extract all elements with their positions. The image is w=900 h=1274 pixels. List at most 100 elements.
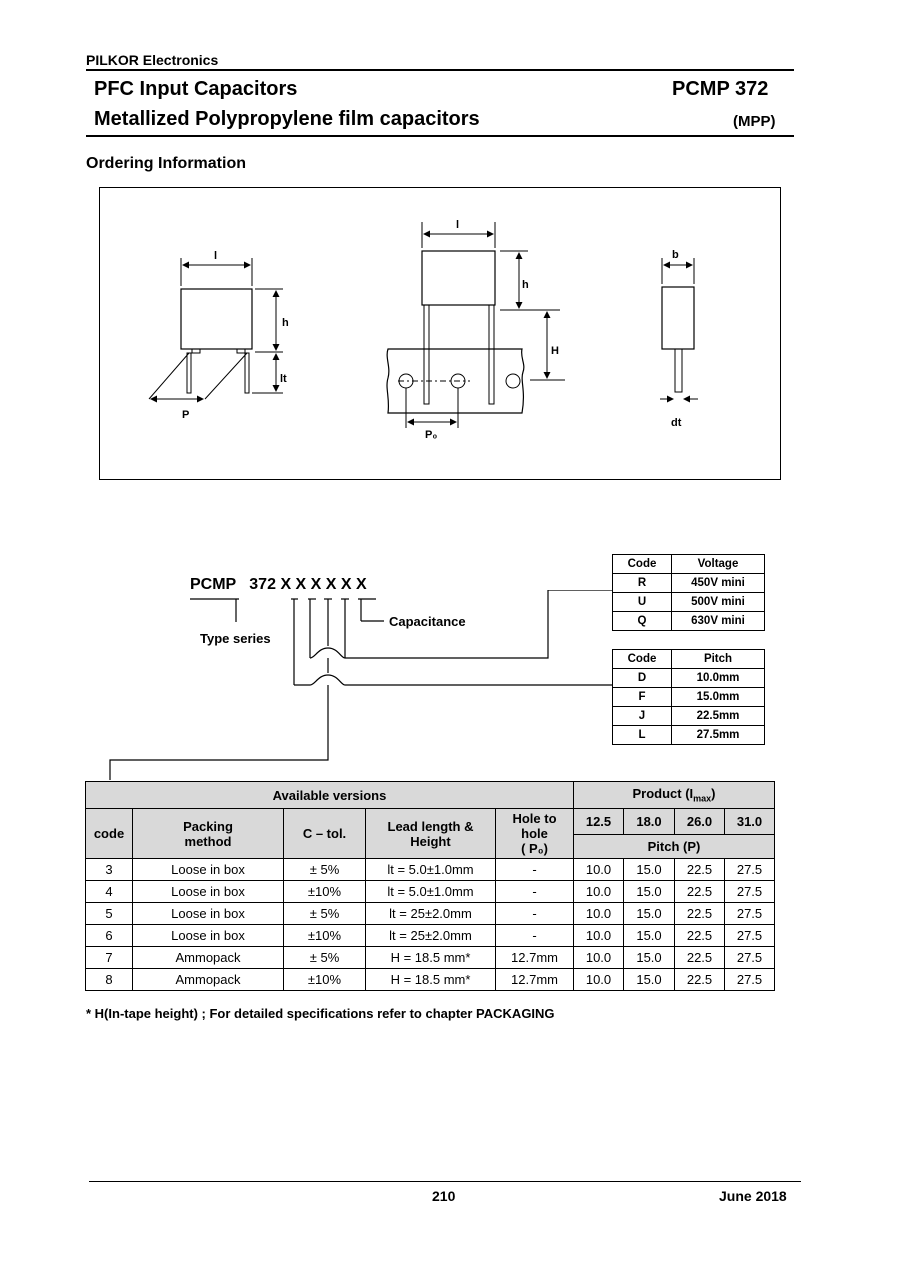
available-versions-header: Available versions <box>85 781 574 809</box>
footer-rule <box>89 1181 801 1182</box>
pitch-code: F <box>612 687 672 707</box>
cell-pitch: 27.5 <box>724 858 775 881</box>
header-rule-top <box>86 69 794 71</box>
part-number: PCMP 372 X X X X X X <box>190 576 367 594</box>
pitch-header-pitch: Pitch <box>671 649 765 669</box>
cell-pitch: 22.5 <box>674 968 725 991</box>
cell-packing: Loose in box <box>132 880 284 903</box>
cell-pitch: 27.5 <box>724 880 775 903</box>
cell-pitch: 22.5 <box>674 924 725 947</box>
cell-pitch: 10.0 <box>573 880 624 903</box>
cell-hole: - <box>495 924 574 947</box>
cell-pitch: 27.5 <box>724 968 775 991</box>
cell-ctol: ±10% <box>283 880 366 903</box>
cell-code: 6 <box>85 924 133 947</box>
cell-packing: Loose in box <box>132 858 284 881</box>
cell-ctol: ±10% <box>283 924 366 947</box>
left-capacitor-body <box>180 288 253 350</box>
publication-date: June 2018 <box>719 1188 787 1204</box>
col-packing-header: Packing method <box>132 808 284 859</box>
middle-capacitor-body <box>421 250 496 306</box>
left-lead-1 <box>186 352 192 394</box>
middle-lead-1 <box>423 304 430 405</box>
header-rule-bottom <box>86 135 794 137</box>
voltage-table-header: Code Voltage <box>612 554 765 574</box>
cell-pitch: 22.5 <box>674 902 725 925</box>
voltage-value: 630V mini <box>671 611 765 631</box>
versions-table: Available versions Product (Imax) code P… <box>85 781 775 991</box>
cell-hole: 12.7mm <box>495 946 574 969</box>
voltage-header-voltage: Voltage <box>671 554 765 574</box>
cell-pitch: 15.0 <box>623 946 675 969</box>
cell-pitch: 10.0 <box>573 902 624 925</box>
voltage-code: Q <box>612 611 672 631</box>
cell-code: 4 <box>85 880 133 903</box>
page-subtitle: Metallized Polypropylene film capacitors <box>94 108 480 130</box>
cell-packing: Loose in box <box>132 902 284 925</box>
side-view-lead <box>674 348 683 393</box>
cell-lead: lt = 25±2.0mm <box>365 924 496 947</box>
voltage-code: R <box>612 573 672 593</box>
type-series-label: Type series <box>200 631 271 646</box>
current-18-0: 18.0 <box>623 808 675 835</box>
cell-code: 8 <box>85 968 133 991</box>
pitch-code: J <box>612 706 672 726</box>
cell-ctol: ±10% <box>283 968 366 991</box>
cell-pitch: 15.0 <box>623 880 675 903</box>
cell-code: 3 <box>85 858 133 881</box>
cell-lead: H = 18.5 mm* <box>365 946 496 969</box>
cell-pitch: 27.5 <box>724 902 775 925</box>
cell-lead: lt = 25±2.0mm <box>365 902 496 925</box>
current-31-0: 31.0 <box>724 808 775 835</box>
col-code-header: code <box>85 808 133 859</box>
cell-ctol: ± 5% <box>283 858 366 881</box>
cell-pitch: 27.5 <box>724 924 775 947</box>
right-dim-dt: dt <box>671 417 682 429</box>
capacitance-label: Capacitance <box>389 614 466 629</box>
cell-pitch: 10.0 <box>573 858 624 881</box>
page-number: 210 <box>432 1188 456 1204</box>
left-dim-lt: lt <box>280 373 287 385</box>
cell-ctol: ± 5% <box>283 946 366 969</box>
versions-group-header: Available versions Product (Imax) <box>85 781 775 809</box>
cell-hole: - <box>495 880 574 903</box>
left-dim-h: h <box>282 317 289 329</box>
part-prefix: PCMP <box>190 576 236 593</box>
current-12-5: 12.5 <box>573 808 624 835</box>
cell-lead: lt = 5.0±1.0mm <box>365 858 496 881</box>
right-dim-b: b <box>672 249 679 261</box>
pitch-code: L <box>612 725 672 745</box>
cell-ctol: ± 5% <box>283 902 366 925</box>
middle-dim-p0: P₀ <box>425 429 437 441</box>
voltage-value: 500V mini <box>671 592 765 612</box>
pitch-code: D <box>612 668 672 688</box>
dielectric-code: (MPP) <box>733 113 776 130</box>
cell-packing: Ammopack <box>132 968 284 991</box>
product-code: PCMP 372 <box>672 78 769 100</box>
col-ctol-header: C – tol. <box>283 808 366 859</box>
part-series: 372 <box>249 576 276 593</box>
footnote: * H(In-tape height) ; For detailed speci… <box>86 1006 555 1021</box>
pitch-value: 10.0mm <box>671 668 765 688</box>
left-lead-2 <box>244 352 250 394</box>
pitch-value: 15.0mm <box>671 687 765 707</box>
cell-pitch: 10.0 <box>573 924 624 947</box>
pitch-value: 27.5mm <box>671 725 765 745</box>
middle-dim-H: H <box>551 345 559 357</box>
voltage-header-code: Code <box>612 554 672 574</box>
left-dim-p: P <box>182 409 189 421</box>
pitch-p-header: Pitch (P) <box>573 834 775 859</box>
current-26-0: 26.0 <box>674 808 725 835</box>
